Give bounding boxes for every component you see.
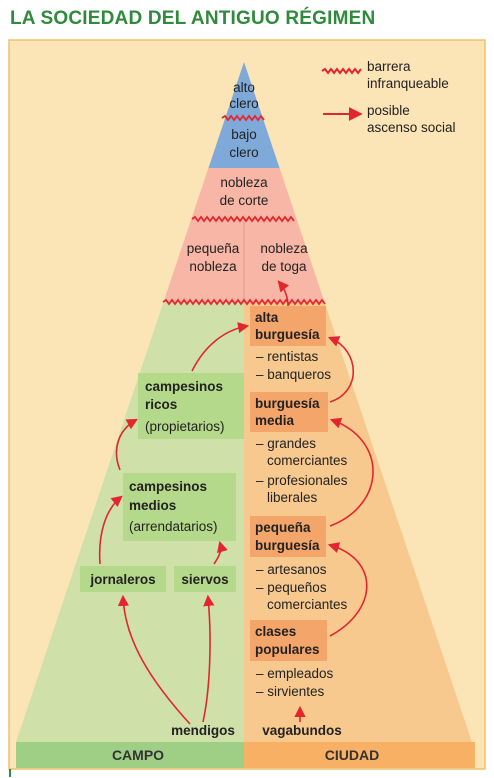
robe-nobility-line-1: nobleza [260,241,308,256]
day-laborers-box [80,566,166,592]
legend-ascent-text-1: posible [367,103,410,118]
popular-classes-line-2: populares [255,642,320,657]
rich-peasants-line-3: (propietarios) [145,419,225,434]
petty-item-1: – artesanos [256,562,327,577]
arrow-midpeasants-to-richpeasants [115,418,138,471]
arrow-petty-to-mid [329,417,374,527]
ascent-arrows [98,280,374,725]
mid-bourgeoisie-box [250,392,328,432]
high-bourgeoisie-box [250,306,326,346]
mid-bourgeoisie-line-2: media [255,413,295,428]
legend: barrera infranqueable posible ascenso so… [321,59,456,135]
arrow-daylaborers-to-midpeasants [98,495,123,565]
mid-item-1: – grandes [256,436,316,451]
barrier-line-3 [162,298,326,306]
left-edge-marker [9,769,11,777]
petty-bourgeoisie-line-2: burguesía [255,538,320,553]
arrow-richpeasants-to-highbourgeoisie [191,322,250,372]
low-clergy-line-2: clero [229,145,258,160]
popular-item-1: – empleados [256,666,334,681]
court-nobility-line-1: nobleza [220,175,268,190]
arrow-mid-to-high [327,336,354,403]
robe-nobility-line-2: de toga [261,259,307,274]
minor-nobility-line-2: nobleza [189,259,237,274]
petty-item-3: comerciantes [267,597,348,612]
footer-rural-label: CAMPO [112,747,164,763]
footer-urban-label: CIUDAD [325,747,379,763]
legend-barrier-line [321,67,362,75]
arrow-serfs-to-midpeasants [213,540,228,565]
popular-classes-line-1: clases [255,624,296,639]
high-item-2: – banqueros [256,367,331,382]
footer-urban-bar [244,742,475,768]
barrier-lines [162,114,326,306]
petty-item-2: – pequeños [256,580,327,595]
day-laborers-label: jornaleros [89,572,155,587]
rich-peasants-line-1: campesinos [145,379,223,394]
high-item-1: – rentistas [256,349,319,364]
serfs-box [174,566,236,592]
legend-barrier-text-2: infranqueable [367,76,449,91]
mid-peasants-line-3: (arrendatarios) [129,519,218,534]
high-bourgeoisie-line-2: burguesía [255,327,320,342]
footer-rural-bar [16,742,244,768]
rich-peasants-box [138,373,244,439]
arrow-popular-to-petty [327,542,368,637]
minor-nobility-line-1: pequeña [187,241,240,256]
petty-bourgeoisie-box [250,516,326,557]
petty-bourgeoisie-line-1: pequeña [255,520,311,535]
vagrants-label: vagabundos [262,723,342,738]
mid-peasants-line-1: campesinos [129,479,207,494]
arrow-robe-to-high-bourgeoisie [277,280,290,307]
serfs-label: siervos [181,572,228,587]
low-clergy-line-1: bajo [231,127,257,142]
mid-item-3: – profesionales [256,473,348,488]
arrow-beggars-to-serfs [202,594,215,723]
beggars-label: mendigos [171,723,235,738]
high-clergy-line-1: alto [233,80,255,95]
popular-item-2: – sirvientes [256,684,325,699]
arrow-beggars-to-daylaborers [117,594,191,725]
high-clergy-line-2: clero [229,96,258,111]
high-bourgeoisie-line-1: alta [255,310,279,325]
mid-item-2: comerciantes [267,453,348,468]
court-nobility-line-2: de corte [220,193,269,208]
rich-peasants-line-2: ricos [145,397,177,412]
legend-ascent-text-2: ascenso social [367,120,456,135]
mid-peasants-box [123,473,236,541]
mid-item-4: liberales [267,490,318,505]
mid-peasants-line-2: medios [129,498,176,513]
page-title: LA SOCIEDAD DEL ANTIGUO RÉGIMEN [10,8,376,29]
mid-bourgeoisie-line-1: burguesía [255,396,320,411]
popular-classes-box [250,620,327,661]
legend-barrier-text-1: barrera [367,59,411,74]
barrier-line-1 [221,114,265,122]
barrier-line-2 [191,215,295,223]
